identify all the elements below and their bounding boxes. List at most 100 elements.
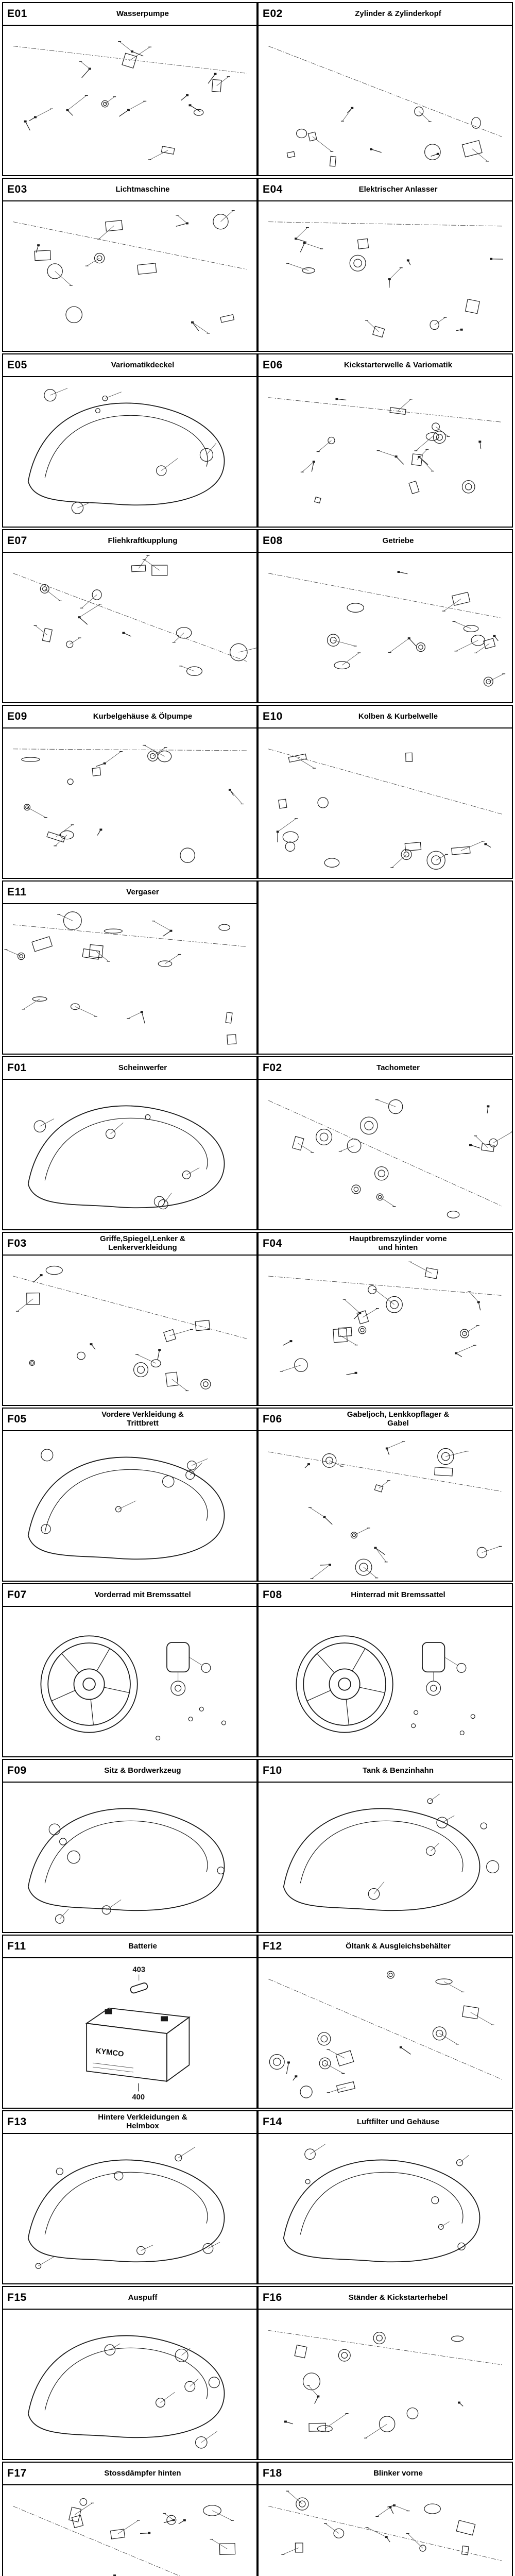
cell-diagram-area	[3, 2310, 256, 2459]
catalog-cell-F18[interactable]: F18 Blinker vorne	[258, 2462, 513, 2576]
cell-code: F14	[263, 2116, 282, 2128]
cell-title: Wasserpumpe	[116, 9, 169, 18]
cell-code: E04	[263, 183, 283, 195]
cell-title: Blinker vorne	[373, 2468, 423, 2478]
cell-code: F07	[7, 1589, 27, 1601]
cell-header: F08 Hinterrad mit Bremssattel	[259, 1584, 512, 1607]
catalog-cell-F13[interactable]: F13 Hintere Verkleidungen & Helmbox	[2, 2110, 258, 2284]
cell-diagram-area	[259, 2485, 512, 2576]
exploded-diagram-F16	[268, 2330, 502, 2438]
exploded-diagram-F10	[283, 1793, 500, 1911]
exploded-diagram-F18	[268, 2490, 502, 2561]
catalog-cell-E07[interactable]: E07 Fliehkraftkupplung	[2, 529, 258, 703]
cell-diagram-area	[259, 1431, 512, 1581]
cell-title: Lichtmaschine	[115, 184, 170, 194]
cell-diagram-area	[259, 26, 512, 175]
catalog-cell-E03[interactable]: E03 Lichtmaschine	[2, 178, 258, 352]
catalog-cell-F14[interactable]: F14 Luftfilter und Gehäuse	[258, 2110, 513, 2284]
cell-header: E06 Kickstarterwelle & Variomatik	[259, 354, 512, 377]
cell-diagram-area	[259, 553, 512, 702]
cell-header: F06 Gabeljoch, Lenkkopflager & Gabel	[259, 1409, 512, 1431]
cell-diagram-area	[259, 1958, 512, 2108]
cell-diagram-area	[3, 1080, 256, 1229]
exploded-diagram-F05	[27, 1449, 225, 1560]
cell-diagram-area	[259, 201, 512, 351]
exploded-diagram-F13	[27, 2147, 225, 2269]
cell-code: F12	[263, 1940, 282, 1952]
exploded-diagram-F14	[283, 2144, 480, 2263]
cell-code: F16	[263, 2292, 282, 2303]
exploded-diagram-F01	[27, 1105, 225, 1210]
catalog-cell-E04[interactable]: E04 Elektrischer Anlasser	[258, 178, 513, 352]
cell-title: Batterie	[128, 1941, 157, 1951]
exploded-diagram-F02	[268, 1099, 512, 1218]
cell-diagram-area	[3, 201, 256, 351]
cell-code: F03	[7, 1238, 27, 1249]
exploded-diagram-E07	[12, 555, 256, 676]
cell-title: Kurbelgehäuse & Ölpumpe	[93, 711, 193, 721]
cell-header: E02 Zylinder & Zylinderkopf	[259, 3, 512, 26]
cell-title: Vordere Verkleidung & Trittbrett	[101, 1410, 184, 1428]
catalog-cell-E01[interactable]: E01 Wasserpumpe	[2, 2, 258, 176]
catalog-cell-F17[interactable]: F17 Stossdämpfer hinten	[2, 2462, 258, 2576]
catalog-cell-E02[interactable]: E02 Zylinder & Zylinderkopf	[258, 2, 513, 176]
catalog-cell-F05[interactable]: F05 Vordere Verkleidung & Trittbrett	[2, 1408, 258, 1582]
cell-code: F06	[263, 1413, 282, 1425]
cell-diagram-area	[3, 1783, 256, 1932]
cell-header: F03 Griffe,Spiegel,Lenker & Lenkerverkle…	[3, 1233, 256, 1256]
cell-header: F13 Hintere Verkleidungen & Helmbox	[3, 2111, 256, 2134]
cell-code: F09	[7, 1765, 27, 1776]
cell-code: E07	[7, 535, 27, 547]
cell-code: F01	[7, 1062, 27, 1074]
cell-diagram-area	[259, 1080, 512, 1229]
cell-header: E08 Getriebe	[259, 530, 512, 553]
catalog-cell-E09[interactable]: E09 Kurbelgehäuse & Ölpumpe	[2, 705, 258, 879]
cell-code: E03	[7, 183, 27, 195]
cell-header: F05 Vordere Verkleidung & Trittbrett	[3, 1409, 256, 1431]
cell-title: Stossdämpfer hinten	[104, 2468, 181, 2478]
catalog-cell-F16[interactable]: F16 Ständer & Kickstarterhebel	[258, 2286, 513, 2460]
catalog-cell-E05[interactable]: E05 Variomatikdeckel	[2, 353, 258, 528]
catalog-cell-F09[interactable]: F09 Sitz & Bordwerkzeug	[2, 1759, 258, 1933]
catalog-cell-F06[interactable]: F06 Gabeljoch, Lenkkopflager & Gabel	[258, 1408, 513, 1582]
cell-title: Zylinder & Zylinderkopf	[355, 9, 441, 18]
cell-title: Tachometer	[376, 1063, 420, 1072]
catalog-cell-F15[interactable]: F15 Auspuff	[2, 2286, 258, 2460]
cell-diagram-area	[3, 2134, 256, 2283]
cell-header: F14 Luftfilter und Gehäuse	[259, 2111, 512, 2134]
cell-header: E11 Vergaser	[3, 882, 256, 904]
catalog-cell-F07[interactable]: F07 Vorderrad mit Bremssattel	[2, 1583, 258, 1757]
catalog-cell-F08[interactable]: F08 Hinterrad mit Bremssattel	[258, 1583, 513, 1757]
catalog-cell-E06[interactable]: E06 Kickstarterwelle & Variomatik	[258, 353, 513, 528]
cell-title: Hauptbremszylinder vorne und hinten	[349, 1234, 447, 1252]
exploded-diagram-F12	[268, 1971, 503, 2098]
cell-title: Gabeljoch, Lenkkopflager & Gabel	[347, 1410, 450, 1428]
cell-code: E10	[263, 710, 283, 722]
cell-title: Tank & Benzinhahn	[362, 1766, 434, 1775]
catalog-cell-F04[interactable]: F04 Hauptbremszylinder vorne und hinten	[258, 1232, 513, 1406]
catalog-cell-F02[interactable]: F02 Tachometer	[258, 1056, 513, 1230]
cell-header: E01 Wasserpumpe	[3, 3, 256, 26]
cell-title: Elektrischer Anlasser	[358, 184, 438, 194]
cell-header: F12 Öltank & Ausgleichsbehälter	[259, 1936, 512, 1958]
catalog-cell-E08[interactable]: E08 Getriebe	[258, 529, 513, 703]
cell-header: F04 Hauptbremszylinder vorne und hinten	[259, 1233, 512, 1256]
cell-title: Kolben & Kurbelwelle	[358, 711, 438, 721]
catalog-cell-F03[interactable]: F03 Griffe,Spiegel,Lenker & Lenkerverkle…	[2, 1232, 258, 1406]
catalog-cell-F12[interactable]: F12 Öltank & Ausgleichsbehälter	[258, 1935, 513, 2109]
catalog-cell-F10[interactable]: F10 Tank & Benzinhahn	[258, 1759, 513, 1933]
cell-header: E10 Kolben & Kurbelwelle	[259, 706, 512, 728]
cell-diagram-area	[259, 728, 512, 878]
catalog-cell-E10[interactable]: E10 Kolben & Kurbelwelle	[258, 705, 513, 879]
cell-header: F11 Batterie	[3, 1936, 256, 1958]
catalog-cell-F01[interactable]: F01 Scheinwerfer	[2, 1056, 258, 1230]
catalog-cell-E11[interactable]: E11 Vergaser	[2, 880, 258, 1055]
cell-title: Vergaser	[126, 887, 159, 896]
cell-title: Hintere Verkleidungen & Helmbox	[98, 2113, 187, 2130]
cell-code: E02	[263, 8, 283, 20]
cell-diagram-area	[3, 553, 256, 702]
cell-code: F13	[7, 2116, 27, 2128]
